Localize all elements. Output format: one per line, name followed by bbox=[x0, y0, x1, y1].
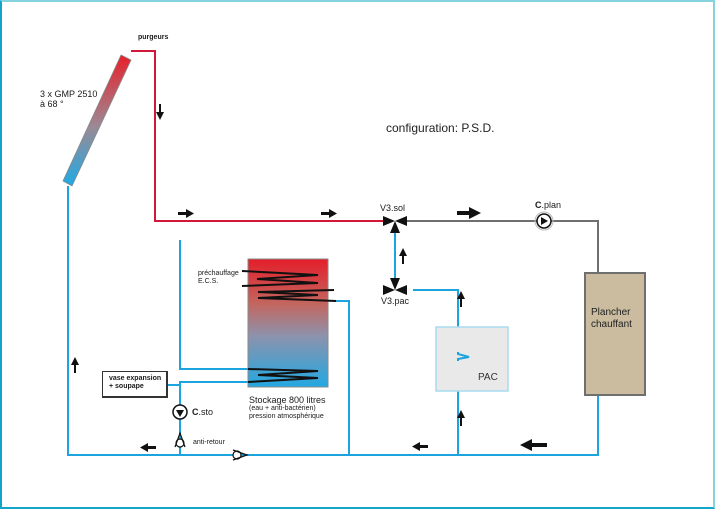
v3-sol-label: V3.sol bbox=[380, 203, 406, 213]
arrow-right-icon bbox=[457, 207, 481, 219]
vent-label: purgeurs bbox=[138, 34, 169, 41]
ecs-coil-label-line2: E.C.S. bbox=[198, 278, 219, 286]
arrow-left-icon bbox=[140, 443, 156, 452]
neutral-pipe-network bbox=[401, 220, 599, 272]
arrow-right-icon bbox=[321, 209, 337, 218]
heat-pump-exchanger bbox=[457, 352, 470, 361]
flow-arrows bbox=[71, 104, 547, 452]
c-sto-label: C.sto bbox=[192, 407, 213, 417]
ecs-coil-label-line1: préchauffage bbox=[198, 270, 239, 277]
arrow-left-icon bbox=[412, 442, 428, 451]
collector-label: 3 x GMP 2510 à 68 ° bbox=[40, 89, 97, 110]
middle-coil bbox=[257, 289, 337, 302]
storage-caption-line2: (eau + anti-bactérien) bbox=[249, 405, 316, 413]
storage-caption-line3: pression atmosphérique bbox=[249, 413, 324, 421]
cold-pipe-network bbox=[67, 186, 599, 456]
c-sto-suffix: .sto bbox=[198, 407, 214, 417]
collector-label-line1: 3 x GMP 2510 bbox=[40, 89, 98, 99]
check-valve-label: anti-retour bbox=[193, 439, 225, 446]
arrow-down-icon bbox=[156, 104, 164, 120]
floor-heating-box bbox=[584, 272, 646, 396]
arrow-up-icon bbox=[457, 410, 465, 426]
storage-caption: Stockage 800 litres (eau + anti-bactérie… bbox=[249, 395, 326, 421]
c-plan-label: C.plan bbox=[535, 200, 561, 210]
c-plan-pump[interactable] bbox=[534, 211, 554, 231]
v3-pac-label: V3.pac bbox=[381, 296, 410, 306]
arrow-up-icon bbox=[457, 291, 465, 307]
arrow-up-icon bbox=[71, 357, 79, 373]
lower-coil bbox=[247, 368, 319, 383]
arrow-right-icon bbox=[178, 209, 194, 218]
v3-pac-valve[interactable] bbox=[383, 278, 407, 295]
c-plan-prefix: C bbox=[535, 200, 542, 210]
c-sto-prefix: C bbox=[192, 407, 199, 417]
heat-pump-label: PAC bbox=[478, 372, 498, 383]
collector-label-line2: à 68 ° bbox=[40, 99, 64, 110]
v3-sol-valve[interactable] bbox=[383, 216, 407, 233]
solar-collector bbox=[62, 54, 132, 187]
heat-pump-box bbox=[435, 326, 509, 392]
diagram-title: configuration: P.S.D. bbox=[386, 121, 495, 135]
upper-coil-ecs bbox=[241, 270, 319, 287]
floor-heating-line1: Plancher bbox=[591, 307, 631, 318]
ecs-coil-label: préchauffage E.C.S. bbox=[198, 270, 239, 286]
check-valve-vertical[interactable] bbox=[174, 431, 186, 448]
expansion-line2: + soupape bbox=[109, 383, 144, 391]
storage-caption-line1: Stockage 800 litres bbox=[249, 395, 326, 405]
c-sto-pump[interactable] bbox=[172, 404, 188, 420]
c-plan-suffix: .plan bbox=[541, 200, 562, 210]
arrow-left-icon bbox=[520, 439, 547, 451]
floor-heating-line2: chauffant bbox=[591, 318, 632, 330]
arrow-up-icon bbox=[399, 248, 407, 264]
expansion-vessel-box[interactable]: vase expansion + soupape bbox=[102, 371, 168, 398]
floor-heating-label: Plancher chauffant bbox=[591, 307, 632, 330]
hot-pipe-network bbox=[131, 50, 383, 222]
expansion-line1: vase expansion bbox=[109, 375, 162, 382]
check-valve-horizontal[interactable] bbox=[232, 449, 249, 461]
